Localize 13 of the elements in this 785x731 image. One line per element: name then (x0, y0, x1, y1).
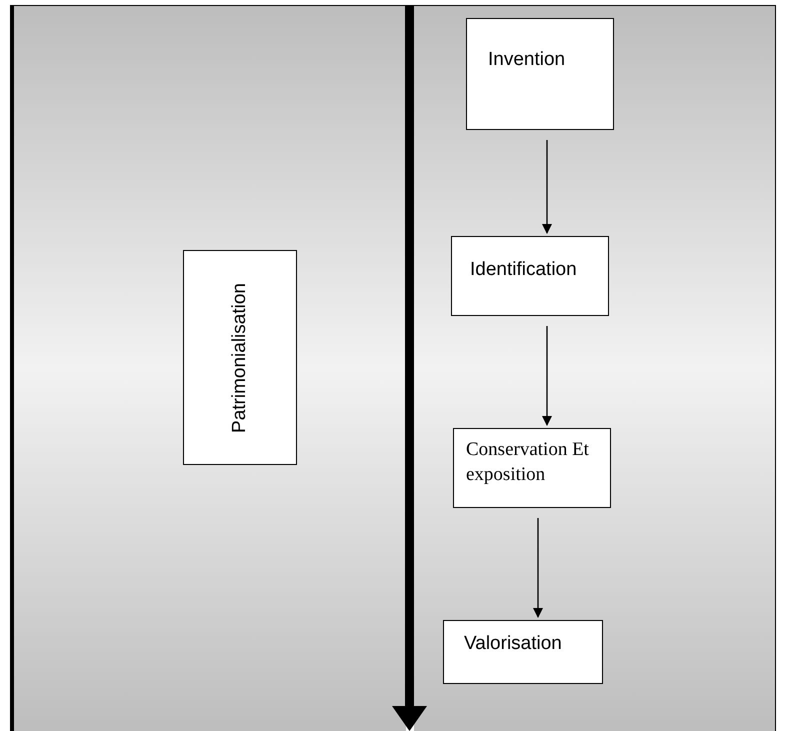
process-box (466, 18, 614, 130)
process-box (453, 428, 611, 508)
arrow (542, 326, 552, 426)
arrow (542, 140, 552, 234)
process-box (451, 236, 609, 316)
node-label: Patrimonialisation (229, 282, 251, 432)
arrow (533, 518, 543, 618)
process-box (183, 250, 297, 465)
node-label: Valorisation (464, 633, 562, 655)
node-label: Invention (488, 49, 566, 71)
node-label: Conservation Et exposition (466, 438, 590, 487)
node-label: Identification (470, 259, 577, 281)
process-box (443, 620, 603, 684)
